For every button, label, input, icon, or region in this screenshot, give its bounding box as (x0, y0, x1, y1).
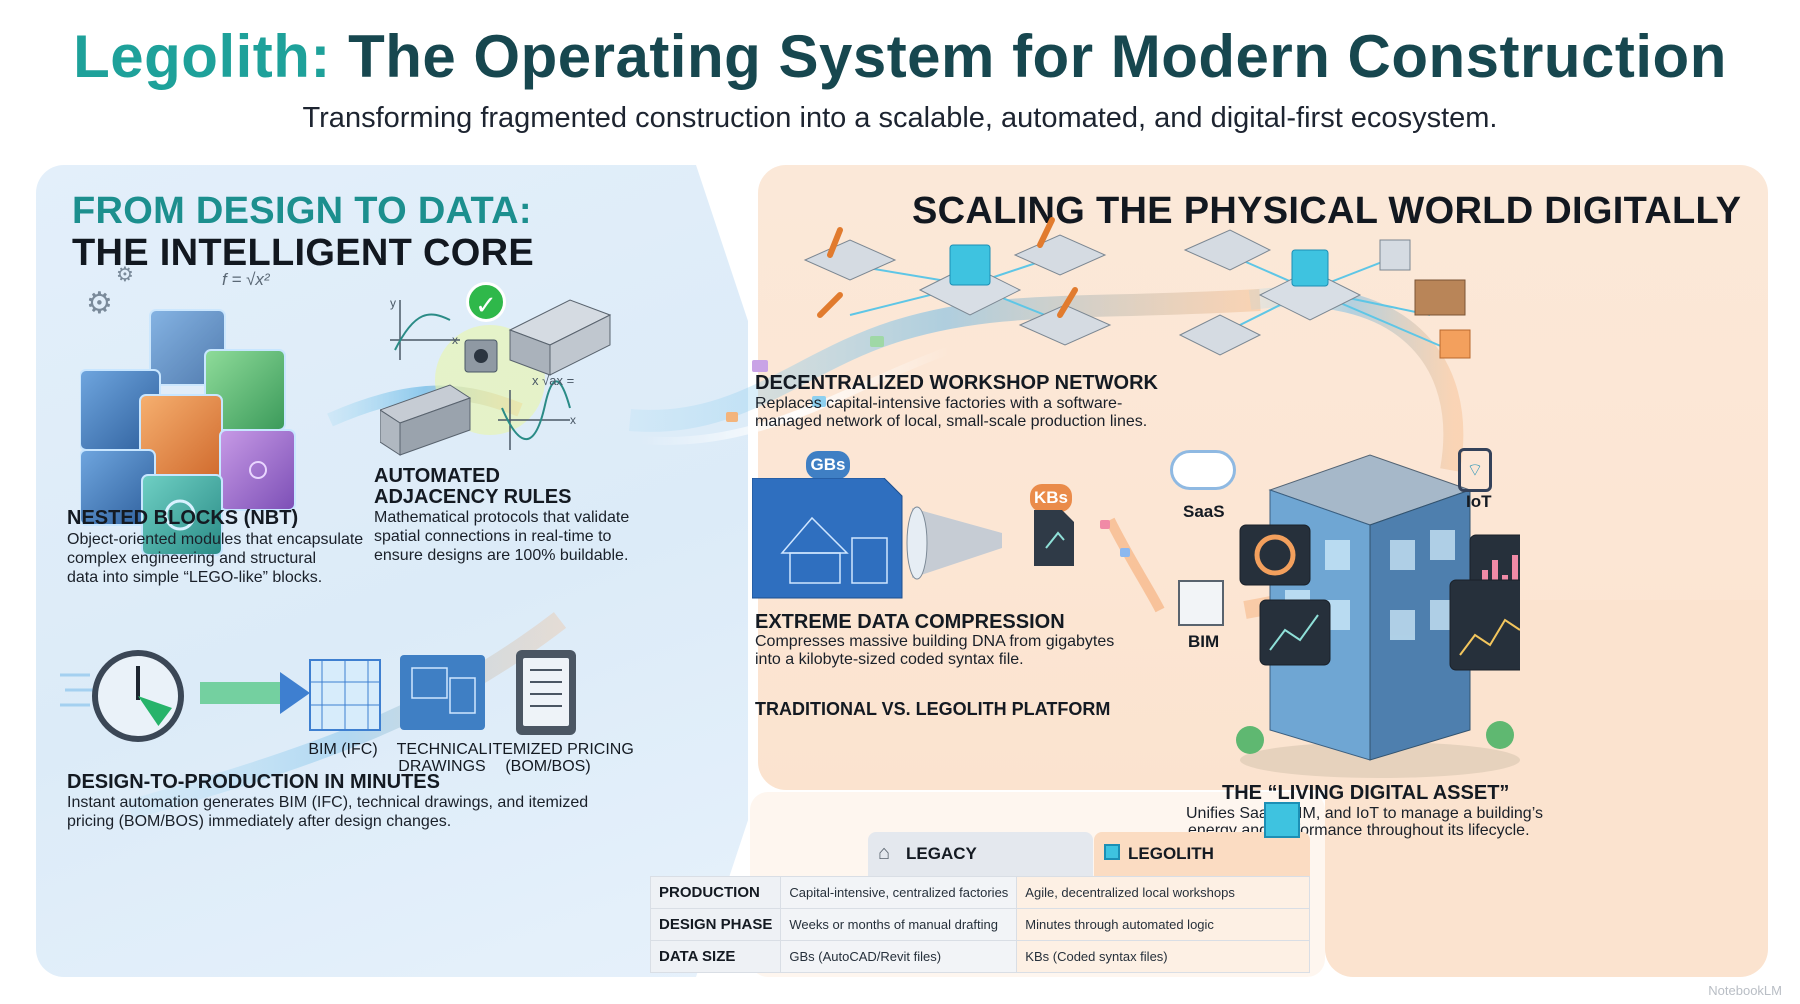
output-bim-label: BIM (IFC) (308, 741, 378, 758)
row-label: PRODUCTION (649, 876, 782, 909)
legolith-cell: Minutes through automated logic (1016, 908, 1310, 941)
legacy-cell: GBs (AutoCAD/Revit files) (780, 940, 1018, 973)
row-label: DATA SIZE (649, 940, 782, 973)
graph-axis-x: x (452, 333, 458, 347)
left-heading-line2: THE INTELLIGENT CORE (72, 232, 534, 274)
graph2-label: x √ax = (532, 373, 575, 388)
adjacency-title-line2: ADJACENCY RULES (374, 486, 572, 508)
nested-blocks-line2: complex engineering and structural (67, 550, 317, 567)
title-brand: Legolith: (73, 23, 331, 90)
comparison-table: PRODUCTION Capital-intensive, centralize… (649, 876, 1310, 973)
legolith-header: LEGOLITH (1094, 802, 1310, 876)
graph-axis-y: y (390, 296, 396, 310)
production-line2: pricing (BOM/BOS) immediately after desi… (67, 813, 452, 830)
comparison-title: TRADITIONAL VS. LEGOLITH PLATFORM (755, 699, 1111, 719)
legolith-large-cube-icon (1264, 802, 1300, 838)
output-pricing-label-1: ITEMIZED PRICING (488, 741, 634, 758)
badge-gbs-text: GBs (810, 455, 846, 474)
check-icon: ✓ (466, 282, 506, 322)
nested-blocks-illustration (80, 309, 296, 556)
bim-label: BIM (1188, 632, 1220, 651)
page-title: Legolith: The Operating System for Moder… (0, 22, 1800, 91)
legolith-header-label: LEGOLITH (1128, 844, 1214, 863)
adjacency-line1: Mathematical protocols that validate (374, 509, 630, 526)
production-line1: Instant automation generates BIM (IFC), … (67, 794, 589, 811)
page-subtitle: Transforming fragmented construction int… (302, 102, 1498, 134)
asset-title: THE “LIVING DIGITAL ASSET” (1222, 782, 1510, 804)
adjacency-line3: ensure designs are 100% buildable. (374, 547, 629, 564)
gear-icon: ⚙ (86, 287, 113, 320)
table-row: DESIGN PHASE Weeks or months of manual d… (649, 908, 1310, 941)
compression-line1: Compresses massive building DNA from gig… (755, 633, 1115, 650)
legacy-cell: Weeks or months of manual drafting (780, 908, 1018, 941)
output-drawings-label-1: TECHNICAL (396, 741, 488, 758)
output-drawings-label-2: DRAWINGS (398, 758, 486, 775)
legolith-cell: KBs (Coded syntax files) (1016, 940, 1310, 973)
output-pricing-label-2: (BOM/BOS) (505, 758, 591, 775)
nested-blocks-line3: data into simple “LEGO-like” blocks. (67, 569, 323, 586)
watermark: NotebookLM (1708, 983, 1782, 998)
legolith-cell: Agile, decentralized local workshops (1016, 876, 1310, 909)
table-row: PRODUCTION Capital-intensive, centralize… (649, 876, 1310, 909)
title-rest: The Operating System for Modern Construc… (348, 23, 1727, 90)
compression-line2: into a kilobyte-sized coded syntax file. (755, 651, 1024, 668)
legacy-header: ⌂ LEGACY (868, 832, 1093, 876)
small-gear-icon: ⚙ (116, 264, 134, 286)
graph2-axis-x: x (570, 413, 576, 427)
stopwatch-icon (92, 650, 184, 742)
badge-kbs-text: KBs (1033, 488, 1068, 507)
iot-device-icon: ⌔ (1458, 448, 1492, 492)
cloud-icon (1170, 450, 1236, 490)
badge-gbs: GBs (806, 451, 850, 479)
workshop-line2: managed network of local, small-scale pr… (755, 413, 1148, 430)
adjacency-title-line1: AUTOMATED (374, 465, 500, 487)
production-illustration (60, 650, 576, 735)
row-label: DESIGN PHASE (649, 908, 782, 941)
legacy-header-label: LEGACY (906, 844, 977, 863)
compression-illustration (752, 478, 1074, 599)
compression-title: EXTREME DATA COMPRESSION (755, 611, 1065, 633)
bim-cube-icon (1178, 580, 1224, 626)
iot-label: IoT (1466, 492, 1492, 511)
saas-label: SaaS (1183, 502, 1225, 521)
table-row: DATA SIZE GBs (AutoCAD/Revit files) KBs … (649, 940, 1310, 973)
workshop-line1: Replaces capital-intensive factories wit… (755, 395, 1123, 412)
formula-label: f = √x² (222, 270, 270, 289)
badge-kbs: KBs (1030, 484, 1072, 512)
digital-building-illustration (1236, 454, 1520, 778)
production-title: DESIGN-TO-PRODUCTION IN MINUTES (67, 771, 440, 793)
factory-icon: ⌂ (878, 842, 891, 864)
nested-blocks-title: NESTED BLOCKS (NBT) (67, 507, 299, 529)
legolith-cube-icon (1104, 844, 1120, 860)
legacy-cell: Capital-intensive, centralized factories (780, 876, 1018, 909)
left-panel (36, 165, 748, 977)
nested-blocks-line1: Object-oriented modules that encapsulate (67, 531, 364, 548)
workshop-network-illustration (803, 217, 1471, 359)
left-heading-line1: FROM DESIGN TO DATA: (72, 190, 532, 232)
adjacency-illustration (380, 299, 612, 456)
workshop-title: DECENTRALIZED WORKSHOP NETWORK (755, 372, 1158, 394)
adjacency-line2: spatial connections in real-time to (374, 528, 612, 545)
